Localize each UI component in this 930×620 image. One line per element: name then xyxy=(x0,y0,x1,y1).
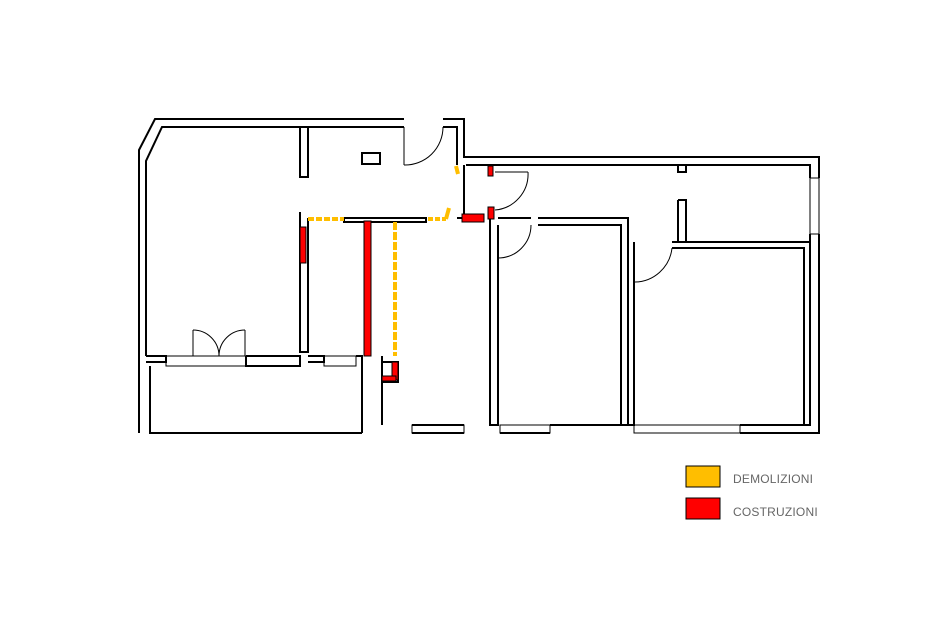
wall-room2-top-inner xyxy=(538,224,622,425)
inner-wall-top-right xyxy=(466,164,811,178)
window-right-hall xyxy=(809,177,820,235)
exterior-walls xyxy=(138,118,820,434)
construction-corridor-wall xyxy=(363,220,372,357)
wall-kitchen-bottom xyxy=(343,217,427,223)
wall-living-bottom-left xyxy=(146,355,167,363)
wall-closet xyxy=(677,199,687,243)
wall-middle-bottom xyxy=(308,355,325,363)
window-bathroom xyxy=(411,424,465,434)
legend-label-costruzioni: COSTRUZIONI xyxy=(733,505,818,519)
wall-middle-bottom-right xyxy=(356,355,363,366)
inner-wall-entry xyxy=(443,126,458,165)
window-room3 xyxy=(633,424,741,434)
door-entrance-swing xyxy=(403,126,444,166)
door-hall-swing xyxy=(494,171,529,211)
construction-hall-left xyxy=(461,213,485,223)
door-french-left-swing xyxy=(192,329,220,357)
wall-living-kitchen-upper xyxy=(299,126,309,178)
construction-bathroom-foot xyxy=(381,375,397,382)
door-room3-swing xyxy=(633,247,673,283)
legend: DEMOLIZIONI COSTRUZIONI xyxy=(685,465,818,520)
legend-swatch-demolizioni xyxy=(685,465,721,488)
door-room2-swing xyxy=(497,224,532,259)
window-middle-balcony xyxy=(323,355,357,367)
window-room2 xyxy=(499,424,551,434)
doors xyxy=(192,126,673,357)
windows xyxy=(155,177,820,434)
outer-wall-right xyxy=(740,234,820,434)
wall-room3-top-inner xyxy=(672,247,805,425)
door-french-right-swing xyxy=(218,329,246,357)
wall-living-bottom-right xyxy=(245,355,301,367)
construction-living-wall xyxy=(299,226,307,264)
inner-wall-right xyxy=(740,234,811,426)
demolition-entry-diag xyxy=(444,207,451,220)
interior-walls xyxy=(146,126,810,434)
wall-room2-left xyxy=(489,218,499,426)
constructions xyxy=(299,165,495,382)
outer-wall-entry-right xyxy=(443,118,820,178)
wall-room2-top-right xyxy=(538,217,635,426)
wall-living-middle-lower xyxy=(299,212,309,353)
wall-hall-notch xyxy=(677,165,687,173)
legend-swatch-costruzioni xyxy=(685,497,721,520)
balcony-outline xyxy=(149,366,362,434)
legend-item-demolizioni: DEMOLIZIONI xyxy=(685,465,813,488)
kitchen-appliance xyxy=(361,152,381,165)
window-living-balcony xyxy=(165,355,247,367)
construction-hall-top xyxy=(487,165,494,177)
demolitions xyxy=(308,165,460,356)
construction-hall-post xyxy=(487,206,495,220)
demolition-entry-stub xyxy=(454,165,460,175)
inner-wall-left xyxy=(145,126,300,356)
legend-label-demolizioni: DEMOLIZIONI xyxy=(733,472,813,486)
legend-item-costruzioni: COSTRUZIONI xyxy=(685,497,818,520)
outer-wall-left-upper xyxy=(138,118,404,433)
